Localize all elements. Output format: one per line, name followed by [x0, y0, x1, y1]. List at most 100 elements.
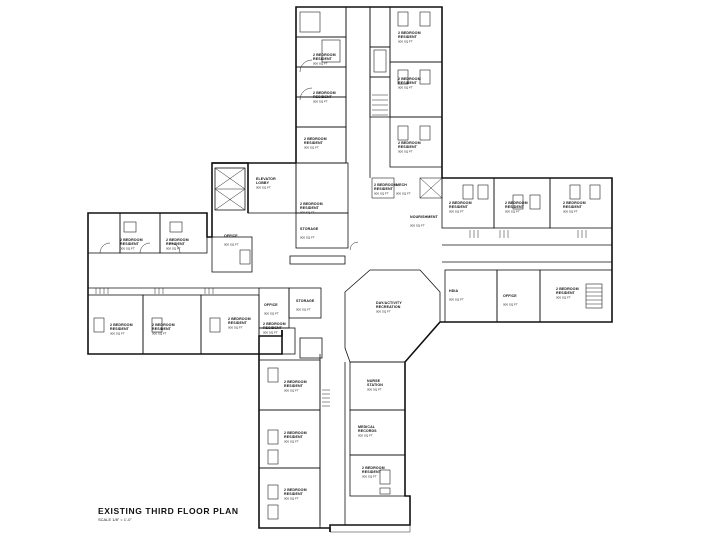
room-name: 2 BEDROOM	[398, 31, 421, 35]
room-area: 000 SQ FT	[228, 325, 243, 329]
room-type: RESIDENT	[152, 327, 172, 331]
west-wing	[87, 212, 260, 355]
room-name: 2 BEDROOM	[556, 287, 579, 291]
room-area: 000 SQ FT	[110, 331, 125, 335]
room-type: RESIDENT	[362, 470, 382, 474]
room-name: MEDICAL	[358, 425, 376, 429]
room-type: RESIDENT	[313, 57, 333, 61]
room-name: 2 BEDROOM	[110, 323, 133, 327]
room-area: 000 SQ FT	[398, 39, 413, 43]
room-area: 000 SQ FT	[296, 307, 311, 311]
elevator-block	[214, 162, 297, 214]
room-name: 2 BEDROOM	[398, 141, 421, 145]
room-type: RESIDENT	[398, 81, 418, 85]
room-label: OFFICE 000 SQ FT	[264, 303, 279, 315]
room-name: 2 BEDROOM	[152, 323, 175, 327]
room-area: 000 SQ FT	[376, 309, 391, 313]
room-type: RESIDENT	[556, 291, 576, 295]
room-area: 000 SQ FT	[449, 209, 464, 213]
room-type: RESIDENT	[300, 206, 320, 210]
room-name: HDIA	[449, 289, 458, 293]
room-type: RESIDENT	[304, 141, 324, 145]
room-name: DAY/ACTIVITY	[376, 301, 402, 305]
room-name: 2 BEDROOM	[228, 317, 251, 321]
room-name: 2 BEDROOM	[284, 380, 307, 384]
room-name: NOURISHMENT	[410, 215, 439, 219]
room-label: NOURISHMENT 000 SQ FT	[410, 215, 439, 227]
room-type: RESIDENT	[563, 205, 583, 209]
room-type: RECORDS	[358, 429, 377, 433]
room-name: MECH	[396, 183, 407, 187]
room-label: MECH 000 SQ FT	[396, 183, 411, 195]
room-type: RECREATION	[376, 305, 401, 309]
room-type: RESIDENT	[284, 384, 304, 388]
room-name: OFFICE	[503, 294, 517, 298]
room-area: 000 SQ FT	[304, 145, 319, 149]
room-type: RESIDENT	[263, 326, 283, 330]
room-area: 000 SQ FT	[396, 191, 411, 195]
room-area: 000 SQ FT	[398, 85, 413, 89]
room-area: 000 SQ FT	[505, 209, 520, 213]
room-name: 2 BEDROOM	[263, 322, 286, 326]
room-type: RESIDENT	[284, 435, 304, 439]
south-wing	[258, 354, 411, 533]
plan-title: EXISTING THIRD FLOOR PLAN	[98, 506, 239, 516]
central-core	[258, 241, 441, 363]
room-area: 000 SQ FT	[410, 223, 425, 227]
room-type: RESIDENT	[374, 187, 394, 191]
room-area: 000 SQ FT	[313, 61, 328, 65]
room-area: 000 SQ FT	[284, 496, 299, 500]
room-name: ELEVATOR	[256, 177, 276, 181]
room-area: 000 SQ FT	[398, 149, 413, 153]
room-type: RESIDENT	[505, 205, 525, 209]
room-name: 2 BEDROOM	[300, 202, 323, 206]
room-type: RESIDENT	[284, 492, 304, 496]
room-area: 000 SQ FT	[264, 311, 279, 315]
room-name: 2 BEDROOM	[304, 137, 327, 141]
room-area: 000 SQ FT	[313, 99, 328, 103]
room-type: LOBBY	[256, 181, 270, 185]
room-name: 2 BEDROOM	[313, 91, 336, 95]
room-type: RESIDENT	[166, 242, 186, 246]
room-area: 000 SQ FT	[166, 246, 181, 250]
room-type: STATION	[367, 383, 383, 387]
room-name: 2 BEDROOM	[166, 238, 189, 242]
room-area: 000 SQ FT	[563, 209, 578, 213]
room-name: 2 BEDROOM	[449, 201, 472, 205]
room-type: RESIDENT	[449, 205, 469, 209]
room-area: 000 SQ FT	[284, 388, 299, 392]
room-name: 2 BEDROOM	[563, 201, 586, 205]
room-area: 000 SQ FT	[256, 185, 271, 189]
room-name: OFFICE	[264, 303, 278, 307]
room-area: 000 SQ FT	[300, 210, 315, 214]
north-wing	[295, 6, 443, 249]
room-name: 2 BEDROOM	[120, 238, 143, 242]
room-area: 000 SQ FT	[300, 235, 315, 239]
